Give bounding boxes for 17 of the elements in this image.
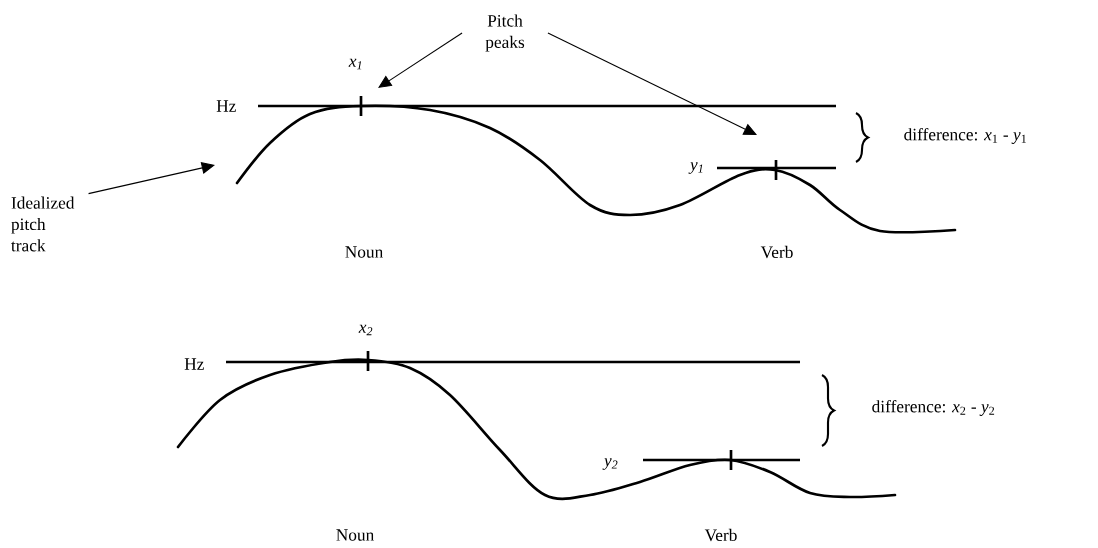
- word-label: Noun: [345, 246, 383, 258]
- word-label: Verb: [760, 245, 793, 259]
- leader-arrow: [378, 32, 463, 88]
- peak-label: x$_{1}$: [348, 58, 362, 70]
- word-label: Verb: [704, 528, 737, 542]
- leader-arrow: [547, 32, 757, 135]
- axis-label: Hz: [216, 100, 236, 112]
- peak-label: x$_{2}$: [358, 324, 373, 336]
- axis-label: Hz: [184, 358, 204, 370]
- annotation-text: Pitch peaks: [485, 14, 525, 52]
- annotation-text: Idealized pitch track: [11, 196, 75, 252]
- peak-label: y$_{2}$: [602, 458, 618, 470]
- difference-label: difference: x$_{2}$ - y$_{2}$: [872, 400, 995, 416]
- peak-label: y$_{1}$: [688, 162, 703, 174]
- word-label: Noun: [336, 529, 374, 541]
- leader-arrow: [88, 161, 215, 195]
- difference-label: difference: x$_{1}$ - y$_{1}$: [904, 128, 1027, 144]
